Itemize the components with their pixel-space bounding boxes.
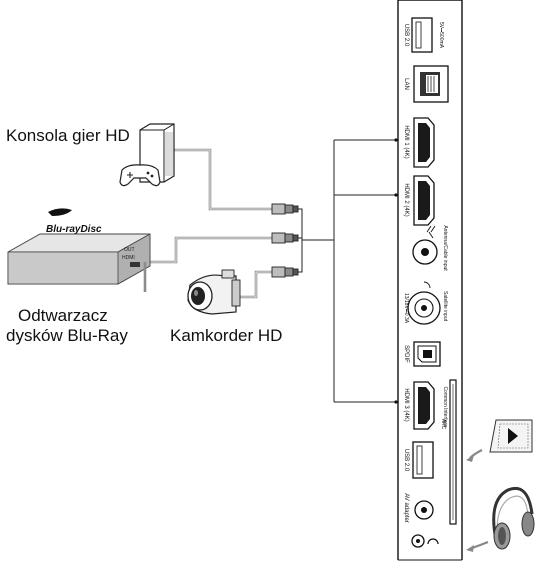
bluray-label-line2: dysków Blu-Ray: [6, 326, 128, 345]
bluray-player: OUT HDMI: [7, 233, 151, 285]
usb-port-1: USB 2.0 5V⎓500mA: [403, 17, 444, 53]
spdif-label: SPDIF: [403, 345, 409, 363]
hdmi1-label: HDMI 1 (4K): [403, 125, 409, 158]
hdmi-port-2: HDMI 2 (4K): [403, 175, 435, 226]
bluray-label-line1: Odtwarzacz: [18, 306, 108, 325]
antenna-label: Antenna/Cable input: [442, 225, 448, 271]
connection-dots: [394, 138, 398, 404]
hdmi3-arc-label: ARC: [440, 419, 446, 430]
common-interface-slot: Common Interface: [442, 379, 457, 525]
headphones-icon: [466, 487, 535, 552]
bluray-out-label: OUT: [124, 247, 135, 253]
usb1-power-label: 5V⎓500mA: [438, 22, 444, 49]
usb2-label: USB 2.0: [403, 449, 409, 472]
ci-label: Common Interface: [442, 386, 448, 427]
bluray-logo-text: Blu-rayDisc: [46, 224, 102, 235]
lan-label: LAN: [403, 78, 409, 90]
headphone-small-icon: [427, 538, 439, 545]
ci-card-icon: [466, 419, 533, 462]
hdmi2-label: HDMI 2 (4K): [403, 183, 409, 216]
av-adapter-label: AV adapter: [403, 493, 409, 523]
hdmi-port-3: HDMI 3 (4K) ARC: [403, 381, 446, 430]
bluray-logo: Blu-rayDisc: [46, 208, 102, 235]
headphone-port: [411, 534, 439, 548]
satellite-port: 13/18V⎓0.3A Satellite input: [403, 281, 448, 325]
av-adapter-port: AV adapter: [403, 493, 434, 523]
usb1-label: USB 2.0: [403, 24, 409, 47]
connection-lines: [302, 139, 396, 403]
hdmi-port-1: HDMI 1 (4K): [403, 117, 435, 168]
gamepad-icon: [119, 164, 161, 187]
sat-power-label: 13/18V⎓0.3A: [403, 293, 409, 324]
plug-leader-lines: [298, 208, 303, 273]
tv-side-panel: [397, 0, 463, 561]
usb-port-2: USB 2.0: [403, 441, 434, 479]
camcorder-label: Kamkorder HD: [170, 326, 283, 345]
hdmi3-label: HDMI 3 (4K): [403, 388, 409, 421]
satellite-dish-icon: [423, 281, 431, 289]
bluray-hdmi-label: HDMI: [122, 255, 135, 261]
hdmi-plugs: [271, 203, 299, 278]
cables-inner: [145, 149, 272, 298]
console-label: Konsola gier HD: [6, 126, 130, 145]
antenna-icon: [426, 225, 436, 239]
spdif-port: SPDIF: [403, 341, 441, 367]
lan-port: LAN: [403, 65, 449, 103]
camcorder: [187, 269, 241, 315]
satellite-label: Satellite input: [442, 291, 448, 322]
antenna-port: Antenna/Cable input: [412, 225, 448, 271]
